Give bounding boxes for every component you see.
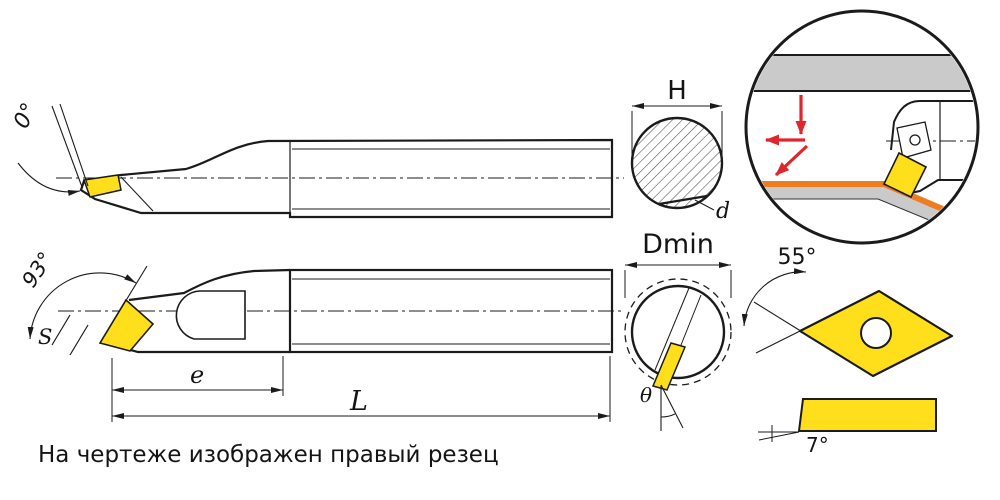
shank-section-circle — [630, 116, 724, 210]
pocket-plane-line — [654, 287, 690, 371]
detail-circle — [744, 9, 980, 245]
insert-section-view — [651, 342, 687, 391]
clearance-angle-annotation: 7° — [758, 425, 829, 457]
min-bore-circle — [624, 278, 732, 386]
angle-arc — [27, 272, 137, 340]
head-top-edge — [128, 268, 291, 302]
head-length-label: e — [190, 361, 204, 389]
insert-side-face — [797, 398, 937, 432]
min-bore-label: Dmin — [642, 229, 714, 260]
h-cross-section: H d — [630, 76, 730, 224]
angle-leg — [758, 431, 800, 441]
clamp-finger — [175, 290, 246, 340]
clamp-screw — [909, 134, 921, 146]
bar-outline-top — [79, 138, 614, 219]
bar-diameter-label: d — [716, 199, 730, 224]
insert-size-label: S — [38, 325, 52, 349]
insert-side-detail: 7° — [758, 398, 937, 457]
s-extension-line — [69, 324, 89, 356]
s-extension-line — [51, 314, 71, 346]
insert-in-bore — [882, 151, 928, 199]
shank-height-label: H — [667, 76, 687, 106]
theta-annotation: θ — [640, 383, 684, 431]
point-angle-label: 55° — [778, 245, 817, 270]
insert-hole — [860, 317, 892, 349]
angle-leg — [51, 105, 83, 188]
angle-leg — [59, 103, 89, 187]
angle-arc — [741, 268, 807, 327]
s-dimension: S — [38, 314, 89, 356]
shank-outline — [288, 268, 614, 354]
angle-leg — [660, 384, 684, 429]
clearance-angle-label: 7° — [806, 433, 829, 457]
bar-section-circle — [630, 284, 726, 380]
insert-clamp-detail — [896, 121, 932, 159]
tool-top-edge — [890, 100, 976, 151]
insert-top-view — [82, 174, 122, 198]
bore-detail-view — [744, 9, 980, 245]
caption: На чертеже изображен правый резец — [38, 442, 499, 468]
shank-flat — [658, 194, 708, 206]
angle-arc — [660, 413, 676, 418]
feed-arrow-diagonal — [774, 144, 809, 177]
d-leader-line — [694, 199, 715, 211]
insert-face-detail: 55° — [741, 245, 954, 378]
dmin-cross-section: Dmin θ — [624, 229, 732, 431]
l-dimension: L — [112, 356, 611, 422]
e-dimension: e — [111, 356, 284, 422]
pocket-line — [120, 176, 154, 212]
angle-arc — [17, 162, 81, 196]
feed-direction-arrows — [765, 95, 809, 177]
workpiece-upper-wall — [748, 54, 976, 92]
theta-label: θ — [640, 383, 652, 407]
point-angle-annotation: 55° — [741, 245, 817, 354]
total-length-label: L — [349, 386, 368, 417]
